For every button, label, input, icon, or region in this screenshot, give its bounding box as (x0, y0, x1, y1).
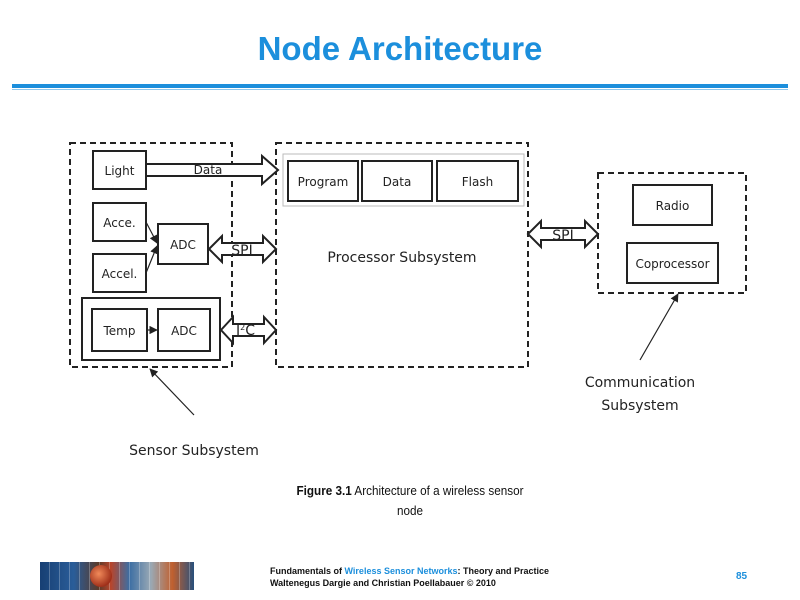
page-number: 85 (736, 571, 748, 582)
caption-text-line1: Architecture of a wireless sensor (354, 483, 524, 498)
title-underline-light (12, 89, 788, 90)
figure-caption: Figure 3.1 Architecture of a wireless se… (284, 481, 536, 521)
svg-text:ADC: ADC (170, 238, 196, 252)
comm-subsystem-label-line2: Subsystem (601, 398, 678, 414)
temp-block: Temp (91, 308, 148, 352)
data-arrow (145, 153, 280, 187)
radio-block: Radio (632, 184, 713, 226)
processor-subsystem-boundary (275, 142, 529, 368)
comm-pointer-arrow (639, 293, 679, 361)
title-underline (12, 84, 788, 88)
program-block: Program (287, 160, 359, 202)
adc-block-accel: ADC (157, 223, 209, 265)
svg-text:ADC: ADC (171, 324, 197, 338)
sensor-subsystem-label: Sensor Subsystem (129, 443, 259, 459)
sensor-pointer-arrow (149, 368, 195, 416)
acce-block: Acce. (92, 202, 147, 242)
footer-line1-post: : Theory and Practice (457, 566, 550, 576)
accel-to-adc-arrow (145, 245, 159, 274)
flash-block: Flash (436, 160, 519, 202)
comm-subsystem-label-line1: Communication (585, 375, 695, 391)
accel-block: Accel. (92, 253, 147, 293)
spi-arrow-comm-label: SPI (552, 228, 573, 244)
svg-text:Temp: Temp (103, 324, 136, 338)
svg-text:Accel.: Accel. (102, 267, 138, 281)
footer-line1-highlight: Wireless Sensor Networks (344, 566, 458, 576)
svg-text:Data: Data (383, 175, 412, 189)
processor-subsystem-label: Processor Subsystem (327, 250, 476, 266)
spi-arrow-sensor-label: SPI (231, 243, 252, 259)
svg-text:Flash: Flash (462, 175, 493, 189)
figure-number: Figure 3.1 (296, 483, 352, 498)
footer-line1-pre: Fundamentals of (270, 566, 345, 576)
adc-block-temp: ADC (157, 308, 211, 352)
i2c-arrow (219, 314, 278, 346)
svg-text:Light: Light (105, 164, 135, 178)
svg-text:Acce.: Acce. (103, 216, 135, 230)
acce-to-adc-arrow (145, 221, 158, 244)
light-block: Light (92, 150, 147, 190)
i2c-arrow-label: I2C (236, 323, 255, 339)
svg-text:Radio: Radio (656, 199, 690, 213)
svg-text:Coprocessor: Coprocessor (635, 257, 709, 271)
footer-credits: Fundamentals of Wireless Sensor Networks… (270, 565, 549, 589)
coprocessor-block: Coprocessor (626, 242, 719, 284)
spi-arrow-comm (526, 218, 600, 250)
data-memory-block: Data (361, 160, 433, 202)
slide-title: Node Architecture (257, 30, 543, 67)
caption-text-line2: node (396, 503, 424, 518)
footer-line2: Waltenegus Dargie and Christian Poellaba… (270, 578, 496, 588)
data-arrow-label: Data (194, 163, 223, 177)
footer-banner-image (40, 562, 194, 590)
svg-text:Program: Program (298, 175, 349, 189)
spi-arrow-sensor (207, 233, 278, 265)
